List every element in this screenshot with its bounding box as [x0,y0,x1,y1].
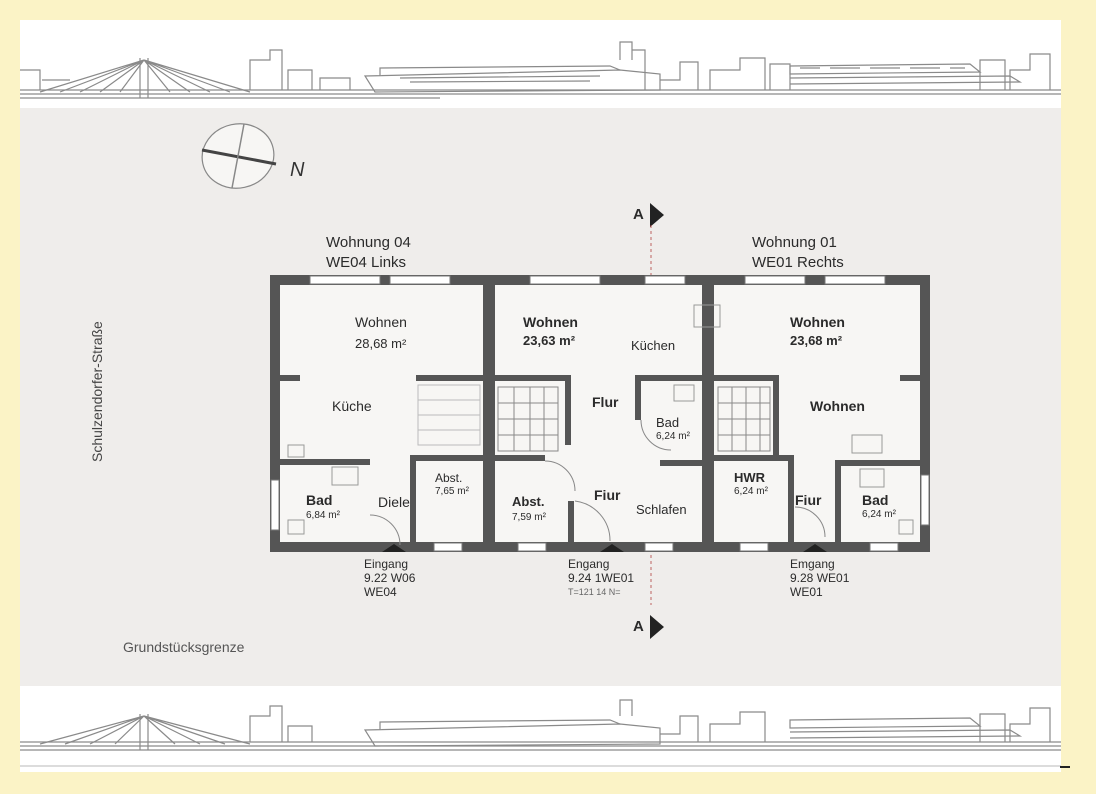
room-we01-bad: Bad [862,492,888,508]
room-name: Abst. [435,471,463,485]
boundary-text: Grundstücksgrenze [123,639,245,655]
room-name: Wohnen [355,314,407,330]
room-area: 28,68 m² [355,336,407,351]
room-name: Wohnen [523,314,578,330]
entrance-we04-line3: WE04 [364,585,397,599]
room-name: Fiur [594,487,621,503]
north-label: N [290,159,305,181]
room-name: Fiur [795,492,822,508]
room-name: Schlafen [636,502,687,517]
room-we04-abst: Abst. [435,471,462,485]
entrance-caption-we04: Eingang 9.22 W06 WE04 [364,557,415,599]
skyline-bottom-illustration [20,699,1061,767]
boundary-label: Grundstücksgrenze [123,639,244,655]
room-name: Diele [378,494,410,510]
room-we04-bad-area: 6,84 m² [306,510,340,521]
room-mid-wohnen: Wohnen [523,314,578,330]
room-we01-wohnen2: Wohnen [810,398,865,414]
room-mid-bad-area: 6,24 m² [656,431,690,442]
skyline-top-illustration [20,41,1061,99]
entrance-we04-line2: 9.22 W06 [364,571,416,585]
entrance-mid-line1: Engang [568,557,610,571]
unit-left-title: Wohnung 04 WE04 Links [326,233,411,273]
section-letter: A [633,206,644,223]
entrance-we01-line2: 9.28 WE01 [790,571,850,585]
room-we04-diele: Diele [378,494,410,510]
room-mid-abst-area: 7,59 m² [512,512,546,523]
room-we01-wohnen: Wohnen [790,314,845,330]
room-mid-flur: Flur [592,394,618,410]
room-area: 6,24 m² [656,431,690,442]
section-marker-bottom: A [633,618,644,635]
section-arrow-top-icon [650,203,664,227]
unit-right-line2: WE01 Rechts [752,254,844,271]
room-name: Wohnen [790,314,845,330]
entrance-arrow-we01 [803,544,827,552]
room-we01-hwr: HWR [734,470,765,485]
entrance-caption-we01: Emgang 9.28 WE01 WE01 [790,557,849,599]
room-name: Küche [332,398,372,414]
compass-icon: N [201,123,305,189]
entrance-we04-line1: Eingang [364,557,409,571]
room-area: 7,65 m² [435,486,469,497]
street-name: Schulzendorfer-Straße [89,321,105,462]
floor-plan [270,275,930,552]
room-mid-wohnen-area: 23,63 m² [523,333,575,348]
room-mid-fiur: Fiur [594,487,620,503]
room-area: 6,84 m² [306,510,340,521]
room-name: Abst. [512,494,545,509]
room-name: HWR [734,470,766,485]
room-we04-abst-area: 7,65 m² [435,486,469,497]
room-area: 6,24 m² [862,509,896,520]
room-area: 23,63 m² [523,333,576,348]
room-name: Bad [862,492,889,508]
entrance-caption-mid: Engang 9.24 1WE01 T=121 14 N= [568,557,634,599]
corner-mark [1060,766,1070,768]
section-arrow-bottom-icon [650,615,664,639]
room-we04-kueche: Küche [332,398,372,414]
room-mid-schlafen: Schlafen [636,502,687,517]
room-name: Wohnen [810,398,865,414]
unit-left-line2: WE04 Links [326,254,407,271]
entrance-mid-line3: T=121 14 N= [568,587,621,597]
unit-left-line1: Wohnung 04 [326,234,411,251]
room-mid-bad: Bad [656,415,679,430]
entrance-arrow-we04 [382,544,406,552]
entrance-mid-line2: 9.24 1WE01 [568,571,635,585]
room-we01-hwr-area: 6,24 m² [734,486,768,497]
room-we04-wohnen-area: 28,68 m² [355,336,406,351]
street-label: Schulzendorfer-Straße [89,321,105,462]
room-name: Küchen [631,338,676,353]
entrance-we01-line1: Emgang [790,557,835,571]
room-area: 6,24 m² [734,486,768,497]
room-mid-kuechen: Küchen [631,338,675,353]
plan-sheet: N Schulzendorfer-Straße A A Wohnung 04 W… [20,20,1061,772]
unit-right-title: Wohnung 01 WE01 Rechts [752,233,844,273]
entrance-arrow-mid [600,544,624,552]
room-area: 23,68 m² [790,333,843,348]
room-name: Bad [306,492,333,508]
room-we04-wohnen: Wohnen [355,314,407,330]
room-we04-bad: Bad [306,492,332,508]
room-mid-abst: Abst. [512,494,545,509]
room-area: 7,59 m² [512,512,546,523]
room-we01-bad-area: 6,24 m² [862,509,896,520]
room-name: Bad [656,415,680,430]
unit-right-line1: Wohnung 01 [752,234,837,251]
room-name: Flur [592,394,619,410]
section-marker-top: A [633,206,644,223]
entrance-we01-line3: WE01 [790,585,823,599]
room-we01-wohnen-area: 23,68 m² [790,333,842,348]
room-we01-fiur: Fiur [795,492,821,508]
section-letter: A [633,618,644,635]
